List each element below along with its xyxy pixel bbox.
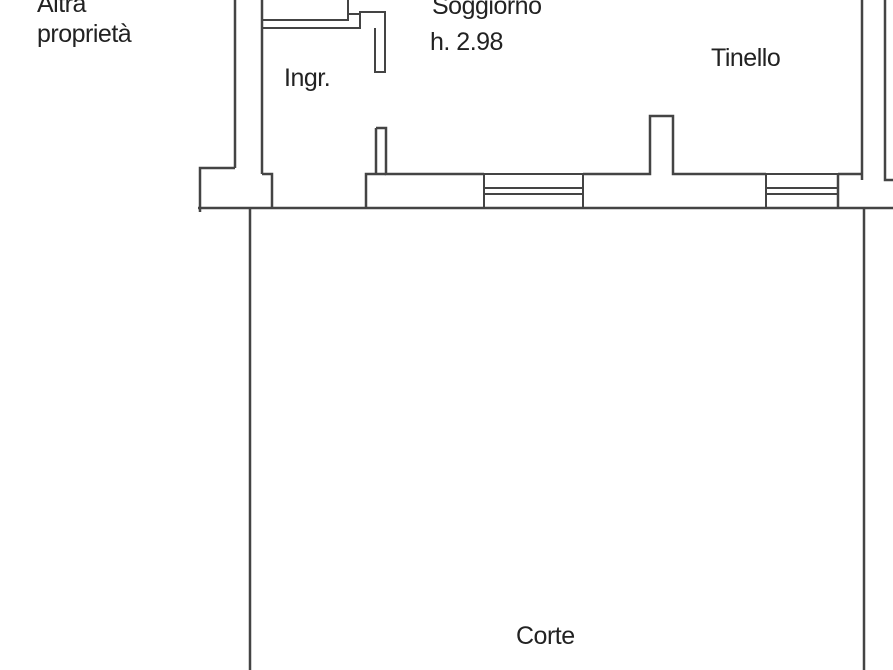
label-soggiorno-height: h. 2.98 bbox=[430, 28, 503, 56]
exterior-wall bbox=[198, 0, 893, 210]
label-altra-proprieta-2: proprietà bbox=[37, 20, 132, 48]
entrance-cabinet bbox=[262, 0, 386, 73]
label-tinello: Tinello bbox=[711, 44, 781, 72]
window-soggiorno bbox=[483, 173, 584, 209]
courtyard-boundary bbox=[248, 208, 866, 670]
window-tinello bbox=[765, 173, 839, 209]
label-soggiorno: Soggiorno bbox=[432, 0, 542, 20]
label-altra-proprieta-1: Altra bbox=[37, 0, 86, 18]
label-corte: Corte bbox=[516, 622, 575, 650]
entrance-partition bbox=[374, 126, 388, 174]
left-wall bbox=[198, 0, 264, 212]
label-ingresso: Ingr. bbox=[284, 64, 331, 92]
